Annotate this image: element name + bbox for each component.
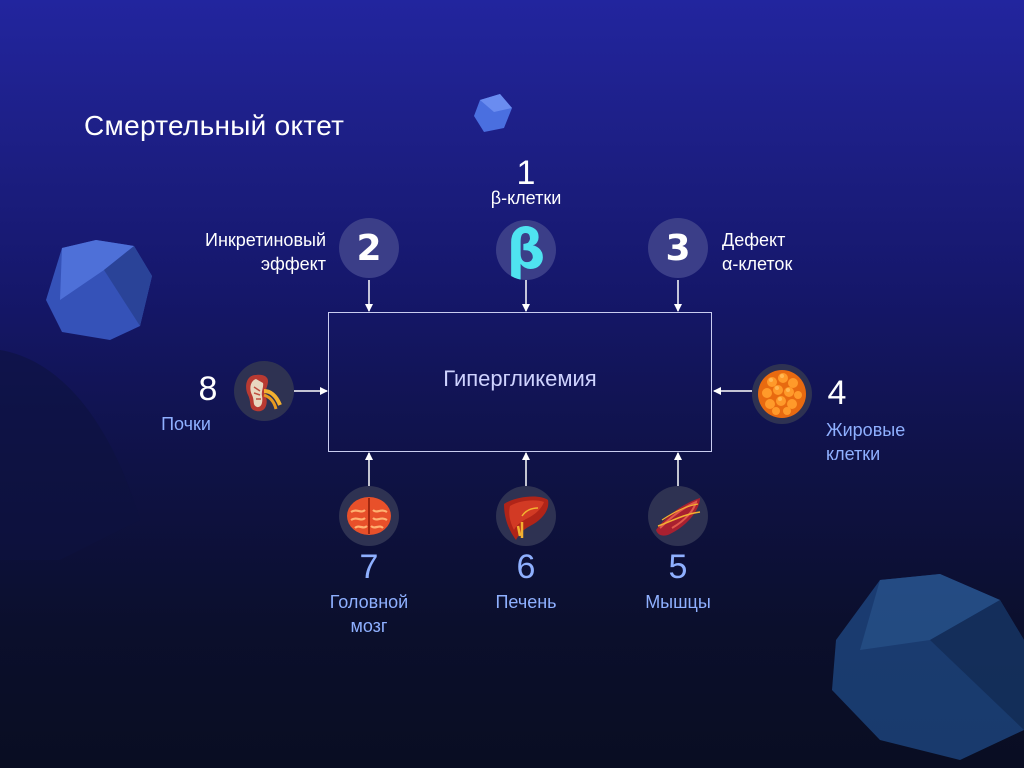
kidney-icon — [246, 374, 282, 412]
factor-1-circle: β — [496, 220, 556, 280]
bottom-right-crystal-shape — [832, 574, 1024, 760]
left-shadow-shape — [0, 350, 140, 560]
factor-5-circle — [648, 486, 708, 546]
left-crystal-shape — [46, 240, 152, 340]
factor-1-number: 1 — [516, 154, 536, 192]
factor-8-circle — [234, 361, 294, 421]
factor-4-number: 4 — [827, 374, 847, 412]
factor-6-number: 6 — [516, 548, 536, 586]
factor-7-number: 7 — [359, 548, 379, 586]
factor-5-number: 5 — [668, 548, 688, 586]
small-crystal-shape — [474, 94, 512, 132]
factor-5-label: Мышцы — [645, 592, 711, 612]
factor-7-circle — [339, 486, 399, 546]
factor-7-label-line2: мозг — [350, 616, 388, 636]
factor-4-label-line1: Жировые — [826, 420, 906, 440]
factor-3-label-line2: α-клеток — [722, 254, 793, 274]
factor-2-number: 2 — [356, 227, 382, 269]
factor-2-circle: 2 — [339, 218, 399, 278]
factor-6-circle — [496, 486, 556, 546]
hyperglycemia-label: Гипергликемия — [443, 366, 597, 391]
factor-2-label-line2: эффект — [260, 254, 326, 274]
factor-8-label: Почки — [161, 414, 211, 434]
factor-3-label-line1: Дефект — [722, 230, 786, 250]
liver-icon — [504, 496, 549, 540]
factor-1-label: β-клетки — [490, 188, 562, 208]
factor-3-number: 3 — [665, 227, 691, 269]
factor-4-label-line2: клетки — [826, 444, 881, 464]
brain-icon — [347, 497, 391, 535]
factor-6-label: Печень — [495, 592, 557, 612]
beta-symbol-icon: β — [506, 220, 546, 280]
factor-8-number: 8 — [198, 370, 218, 408]
factor-2-label-line1: Инкретиновый — [205, 230, 326, 250]
factor-4-circle — [752, 364, 812, 424]
muscle-icon — [656, 498, 701, 536]
fat-cells-icon — [758, 370, 806, 418]
factor-7-label-line1: Головной — [329, 592, 409, 612]
hyperglycemia-box — [328, 312, 712, 452]
factor-3-circle: 3 — [648, 218, 708, 278]
slide-title: Смертельный октет — [84, 110, 345, 141]
